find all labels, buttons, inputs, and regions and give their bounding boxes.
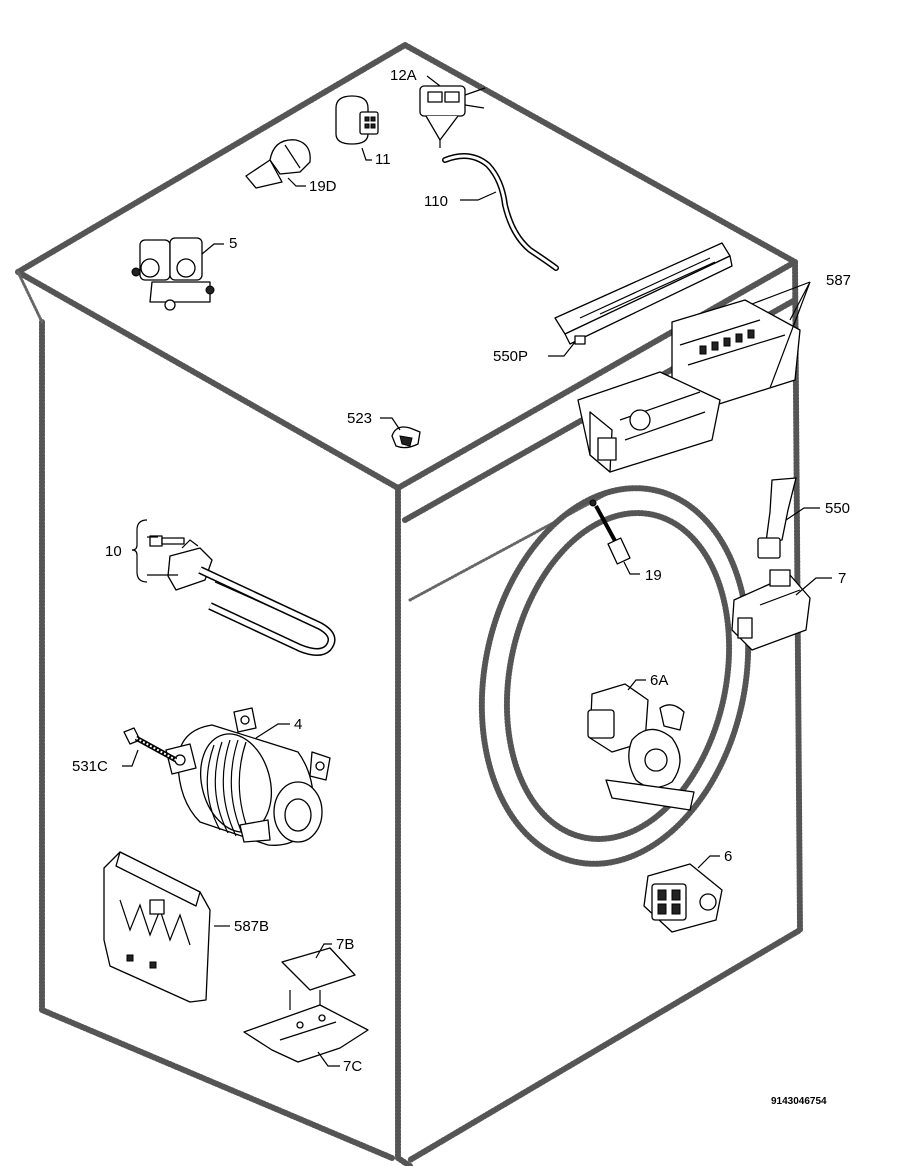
clip-19d-part xyxy=(245,139,311,189)
bracket-7b-7c-part xyxy=(243,947,369,1063)
callout-6a: 6A xyxy=(650,672,668,689)
board-587b-part xyxy=(103,851,211,1003)
cabinet-outline xyxy=(15,42,803,1166)
callout-10: 10 xyxy=(105,543,122,560)
callout-7: 7 xyxy=(838,570,846,587)
document-number: 9143046754 xyxy=(771,1096,827,1107)
control-board-587-part xyxy=(577,299,801,473)
inlet-valve-part xyxy=(131,237,215,311)
drawer-panel-550p-part xyxy=(554,242,733,345)
callout-19: 19 xyxy=(645,567,662,584)
callout-587: 587 xyxy=(826,272,851,289)
callout-587b: 587B xyxy=(234,918,269,935)
callout-19d: 19D xyxy=(309,178,337,195)
callout-550p: 550P xyxy=(493,348,528,365)
pressure-switch-part xyxy=(419,85,486,148)
callout-7c: 7C xyxy=(343,1058,362,1075)
motor-4-part xyxy=(165,707,331,846)
callout-labels: 12A 11 19D 110 5 587 550P 523 550 10 19 … xyxy=(72,67,851,1075)
callout-6: 6 xyxy=(724,848,732,865)
callout-110: 110 xyxy=(424,193,448,210)
screw-531c-part xyxy=(123,727,178,763)
callout-550: 550 xyxy=(825,500,850,517)
sensor-19-part xyxy=(589,499,631,565)
pump-module-6-part xyxy=(643,863,723,933)
capacitor-part xyxy=(335,95,379,145)
door-lock-7-part xyxy=(731,569,811,651)
callout-5: 5 xyxy=(229,235,237,252)
callout-4: 4 xyxy=(294,716,302,733)
latch-550-part xyxy=(757,477,797,559)
callout-12a: 12A xyxy=(390,67,417,84)
hose-110-part xyxy=(442,153,559,271)
drain-pump-6a-part xyxy=(587,683,695,811)
heating-element-part xyxy=(149,535,336,656)
callout-523: 523 xyxy=(347,410,372,427)
callout-7b: 7B xyxy=(336,936,354,953)
callout-531c: 531C xyxy=(72,758,108,775)
callout-bracket-10 xyxy=(131,519,148,583)
callout-11: 11 xyxy=(375,151,391,168)
leader-lines xyxy=(122,75,832,1067)
clip-523-part xyxy=(391,426,421,449)
